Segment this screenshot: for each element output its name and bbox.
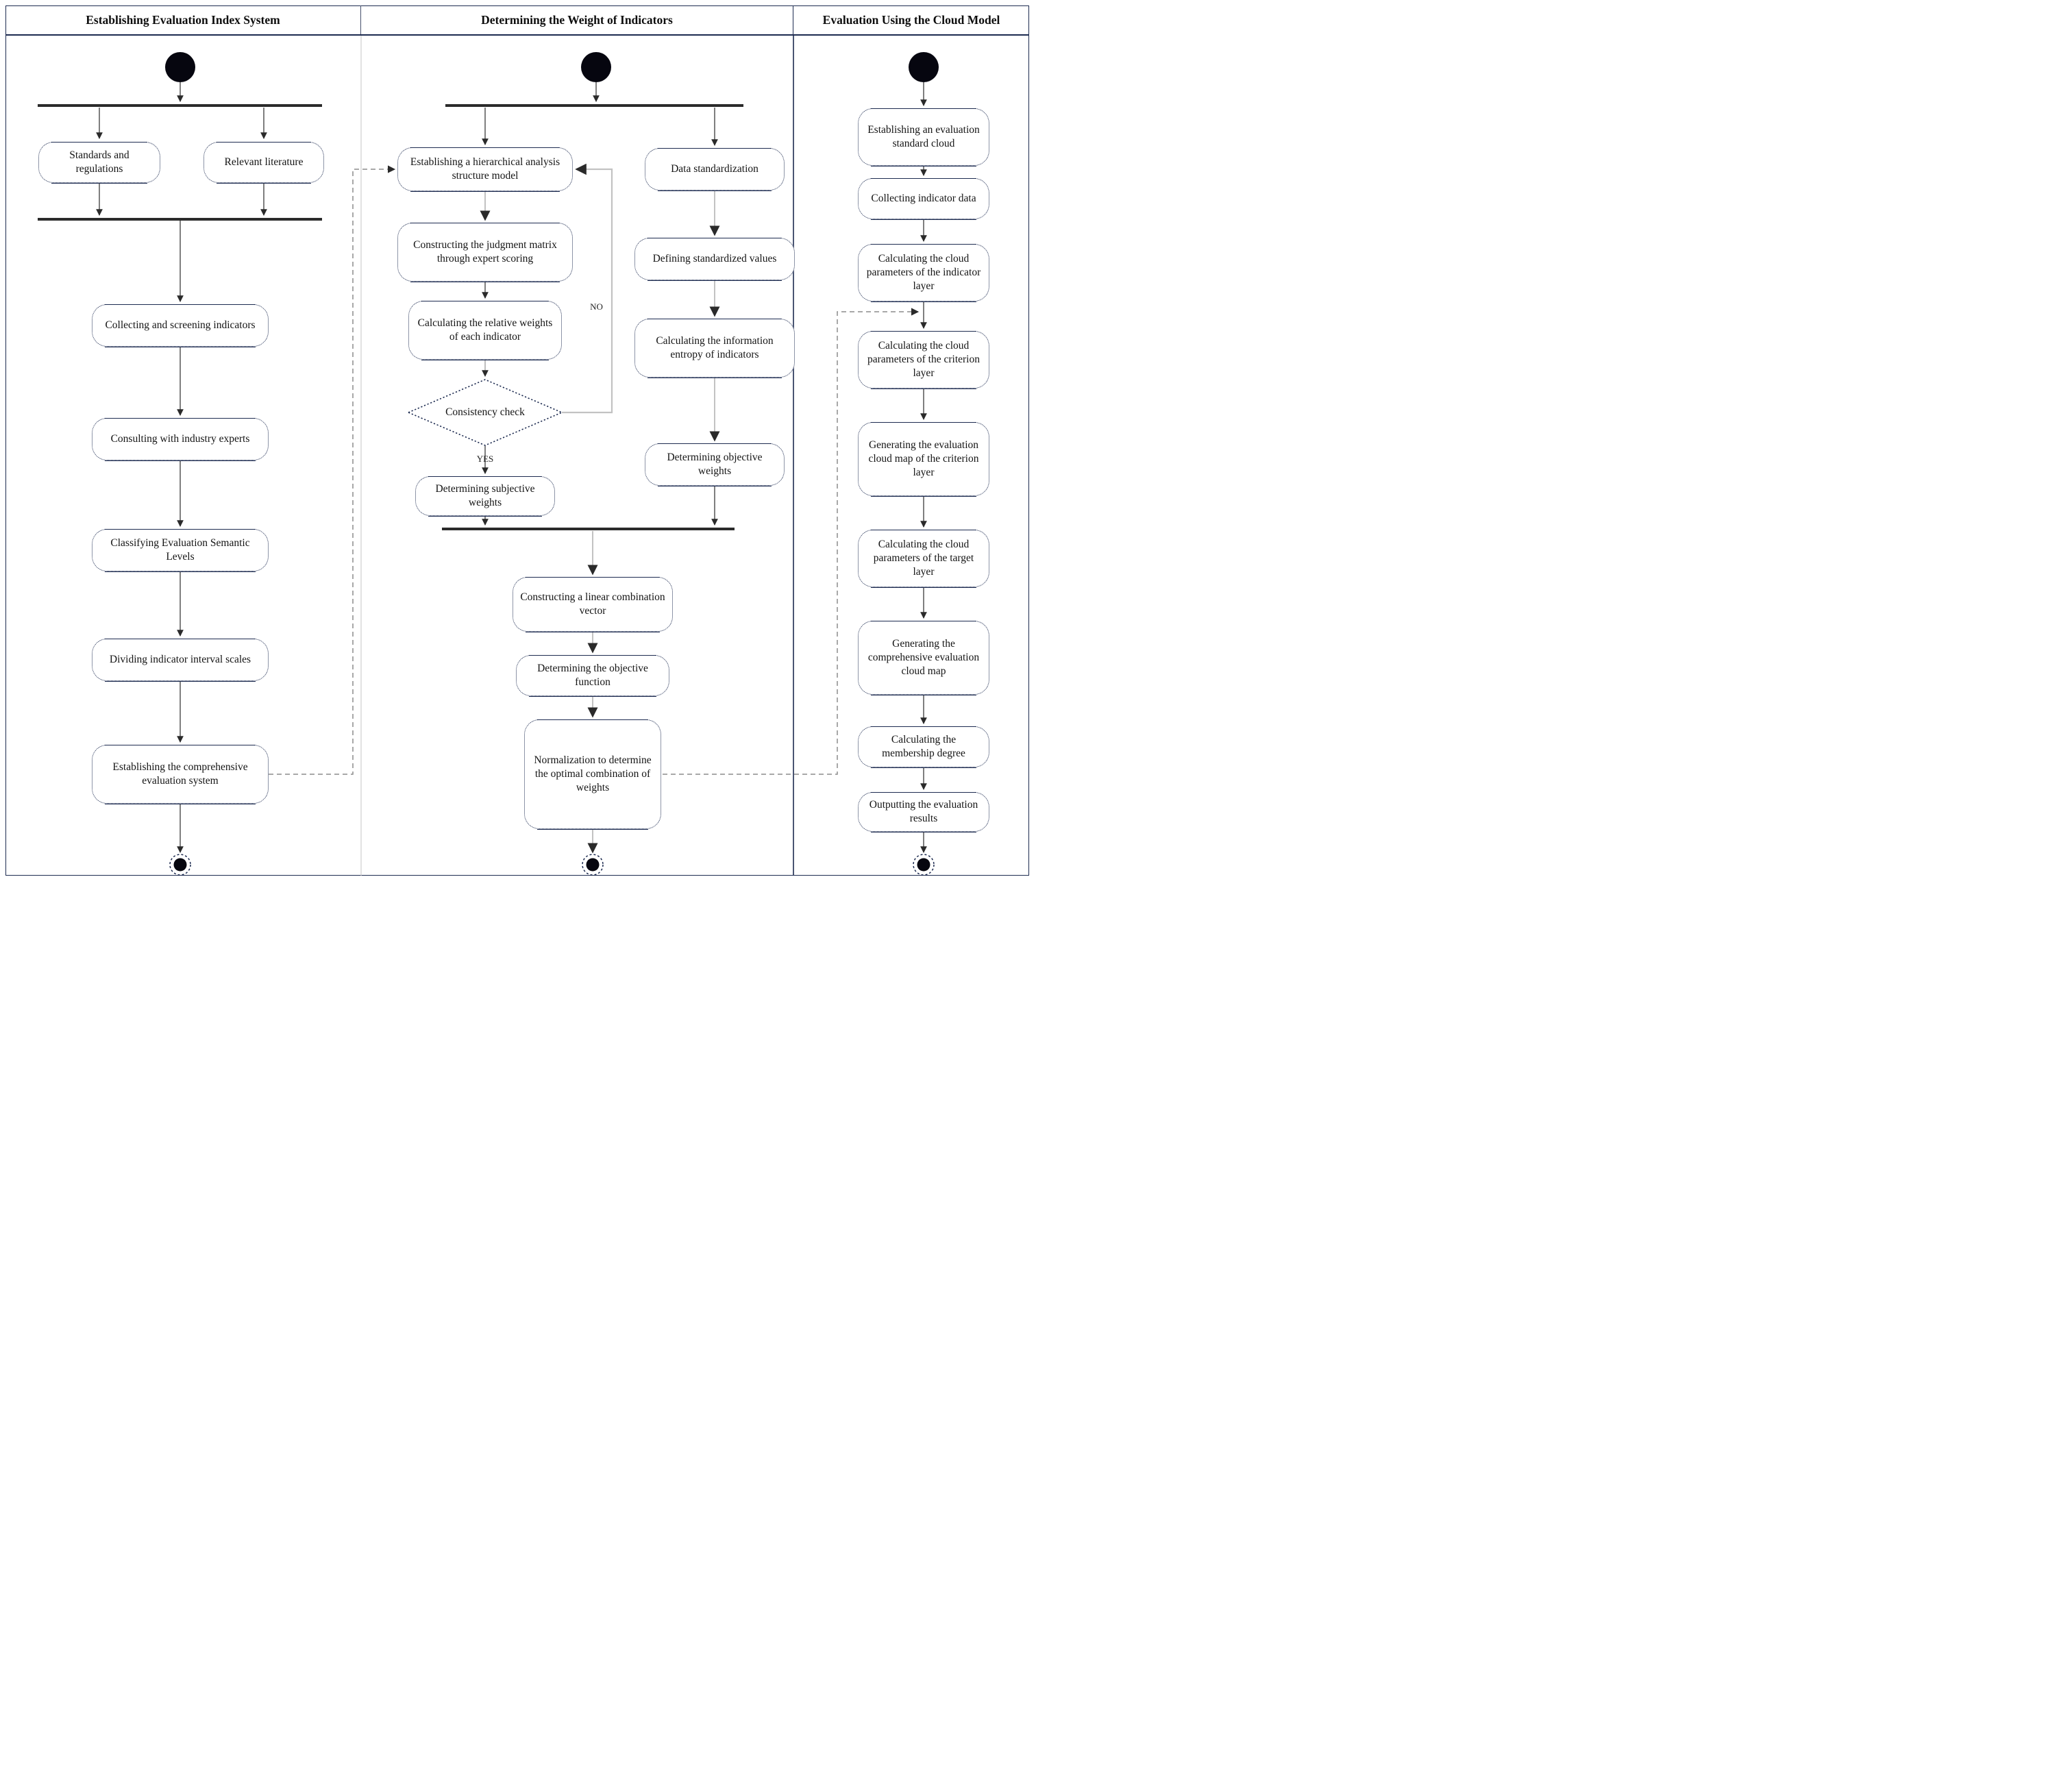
- activity-objective-function: Determining the objective function: [516, 654, 669, 697]
- activity-objective-weights: Determining objective weights: [645, 443, 785, 486]
- activity-cloud-parameters-criterion-layer: Calculating the cloud parameters of the …: [858, 330, 989, 389]
- fork-bar-lane2: [445, 104, 743, 107]
- no-feedback-connector: [562, 163, 613, 414]
- activity-linear-combination-vector: Constructing a linear combination vector: [513, 576, 673, 632]
- activity-collecting-screening-indicators: Collecting and screening indicators: [92, 304, 269, 347]
- activity-subjective-weights: Determining subjective weights: [415, 476, 555, 517]
- activity-normalization-optimal-weights: Normalization to determine the optimal c…: [524, 719, 661, 830]
- activity-collecting-indicator-data: Collecting indicator data: [858, 177, 989, 220]
- activity-dividing-interval-scales: Dividing indicator interval scales: [92, 638, 269, 682]
- fork-join-bars: [38, 104, 743, 530]
- start-node-lane2: [581, 52, 611, 82]
- activity-consulting-industry-experts: Consulting with industry experts: [92, 417, 269, 461]
- end-node-lane1: [169, 854, 191, 876]
- start-node-lane1: [165, 52, 195, 82]
- swimlane-header-row: Establishing Evaluation Index System Det…: [5, 5, 1029, 36]
- label-no: NO: [590, 301, 603, 312]
- activity-outputting-results: Outputting the evaluation results: [858, 791, 989, 832]
- join-bar-lane2: [442, 528, 735, 530]
- end-node-lane2: [582, 854, 604, 876]
- end-node-lane3: [913, 854, 935, 876]
- start-nodes: [165, 52, 939, 82]
- diagram-outer-border: [5, 5, 1029, 876]
- activity-defining-standardized-values: Defining standardized values: [634, 237, 795, 281]
- activity-relevant-literature: Relevant literature: [204, 141, 324, 184]
- lane-dividers: [360, 36, 794, 876]
- flow-arrows-lane1: [96, 82, 267, 853]
- label-yes: YES: [476, 454, 494, 464]
- activity-cloud-parameters-target-layer: Calculating the cloud parameters of the …: [858, 529, 989, 588]
- activity-relative-weights: Calculating the relative weights of each…: [408, 300, 562, 360]
- activity-diagram: Establishing Evaluation Index System Det…: [0, 0, 1036, 882]
- fork-bar-lane1: [38, 104, 322, 107]
- join-bar-lane1: [38, 218, 322, 221]
- activity-membership-degree: Calculating the membership degree: [858, 726, 989, 768]
- lane-title-index-system: Establishing Evaluation Index System: [5, 5, 361, 34]
- activity-judgment-matrix: Constructing the judgment matrix through…: [397, 222, 573, 282]
- decision-consistency-check-label: Consistency check: [445, 406, 525, 418]
- dashed-connector-weights-to-cloud: [663, 308, 920, 775]
- consistency-check-diamond: [406, 379, 564, 446]
- activity-hierarchical-structure-model: Establishing a hierarchical analysis str…: [397, 147, 573, 192]
- lane-title-weights: Determining the Weight of Indicators: [361, 5, 793, 34]
- activity-information-entropy: Calculating the information entropy of i…: [634, 318, 795, 378]
- activity-evaluation-cloud-map-criterion: Generating the evaluation cloud map of t…: [858, 421, 989, 497]
- activity-evaluation-standard-cloud: Establishing an evaluation standard clou…: [858, 108, 989, 166]
- end-nodes: [169, 854, 935, 876]
- activity-standards-regulations: Standards and regulations: [38, 141, 160, 184]
- activity-data-standardization: Data standardization: [645, 147, 785, 191]
- activity-cloud-parameters-indicator-layer: Calculating the cloud parameters of the …: [858, 243, 989, 302]
- activity-establishing-evaluation-system: Establishing the comprehensive evaluatio…: [92, 744, 269, 804]
- connector-layer: [38, 36, 939, 876]
- activity-comprehensive-evaluation-cloud-map: Generating the comprehensive evaluation …: [858, 620, 989, 695]
- start-node-lane3: [909, 52, 939, 82]
- flow-arrows-lane2: [480, 82, 720, 854]
- activity-classifying-semantic-levels: Classifying Evaluation Semantic Levels: [92, 528, 269, 572]
- dashed-connector-system-to-hierarchical: [269, 165, 396, 775]
- lane-title-cloud-model: Evaluation Using the Cloud Model: [822, 12, 1000, 27]
